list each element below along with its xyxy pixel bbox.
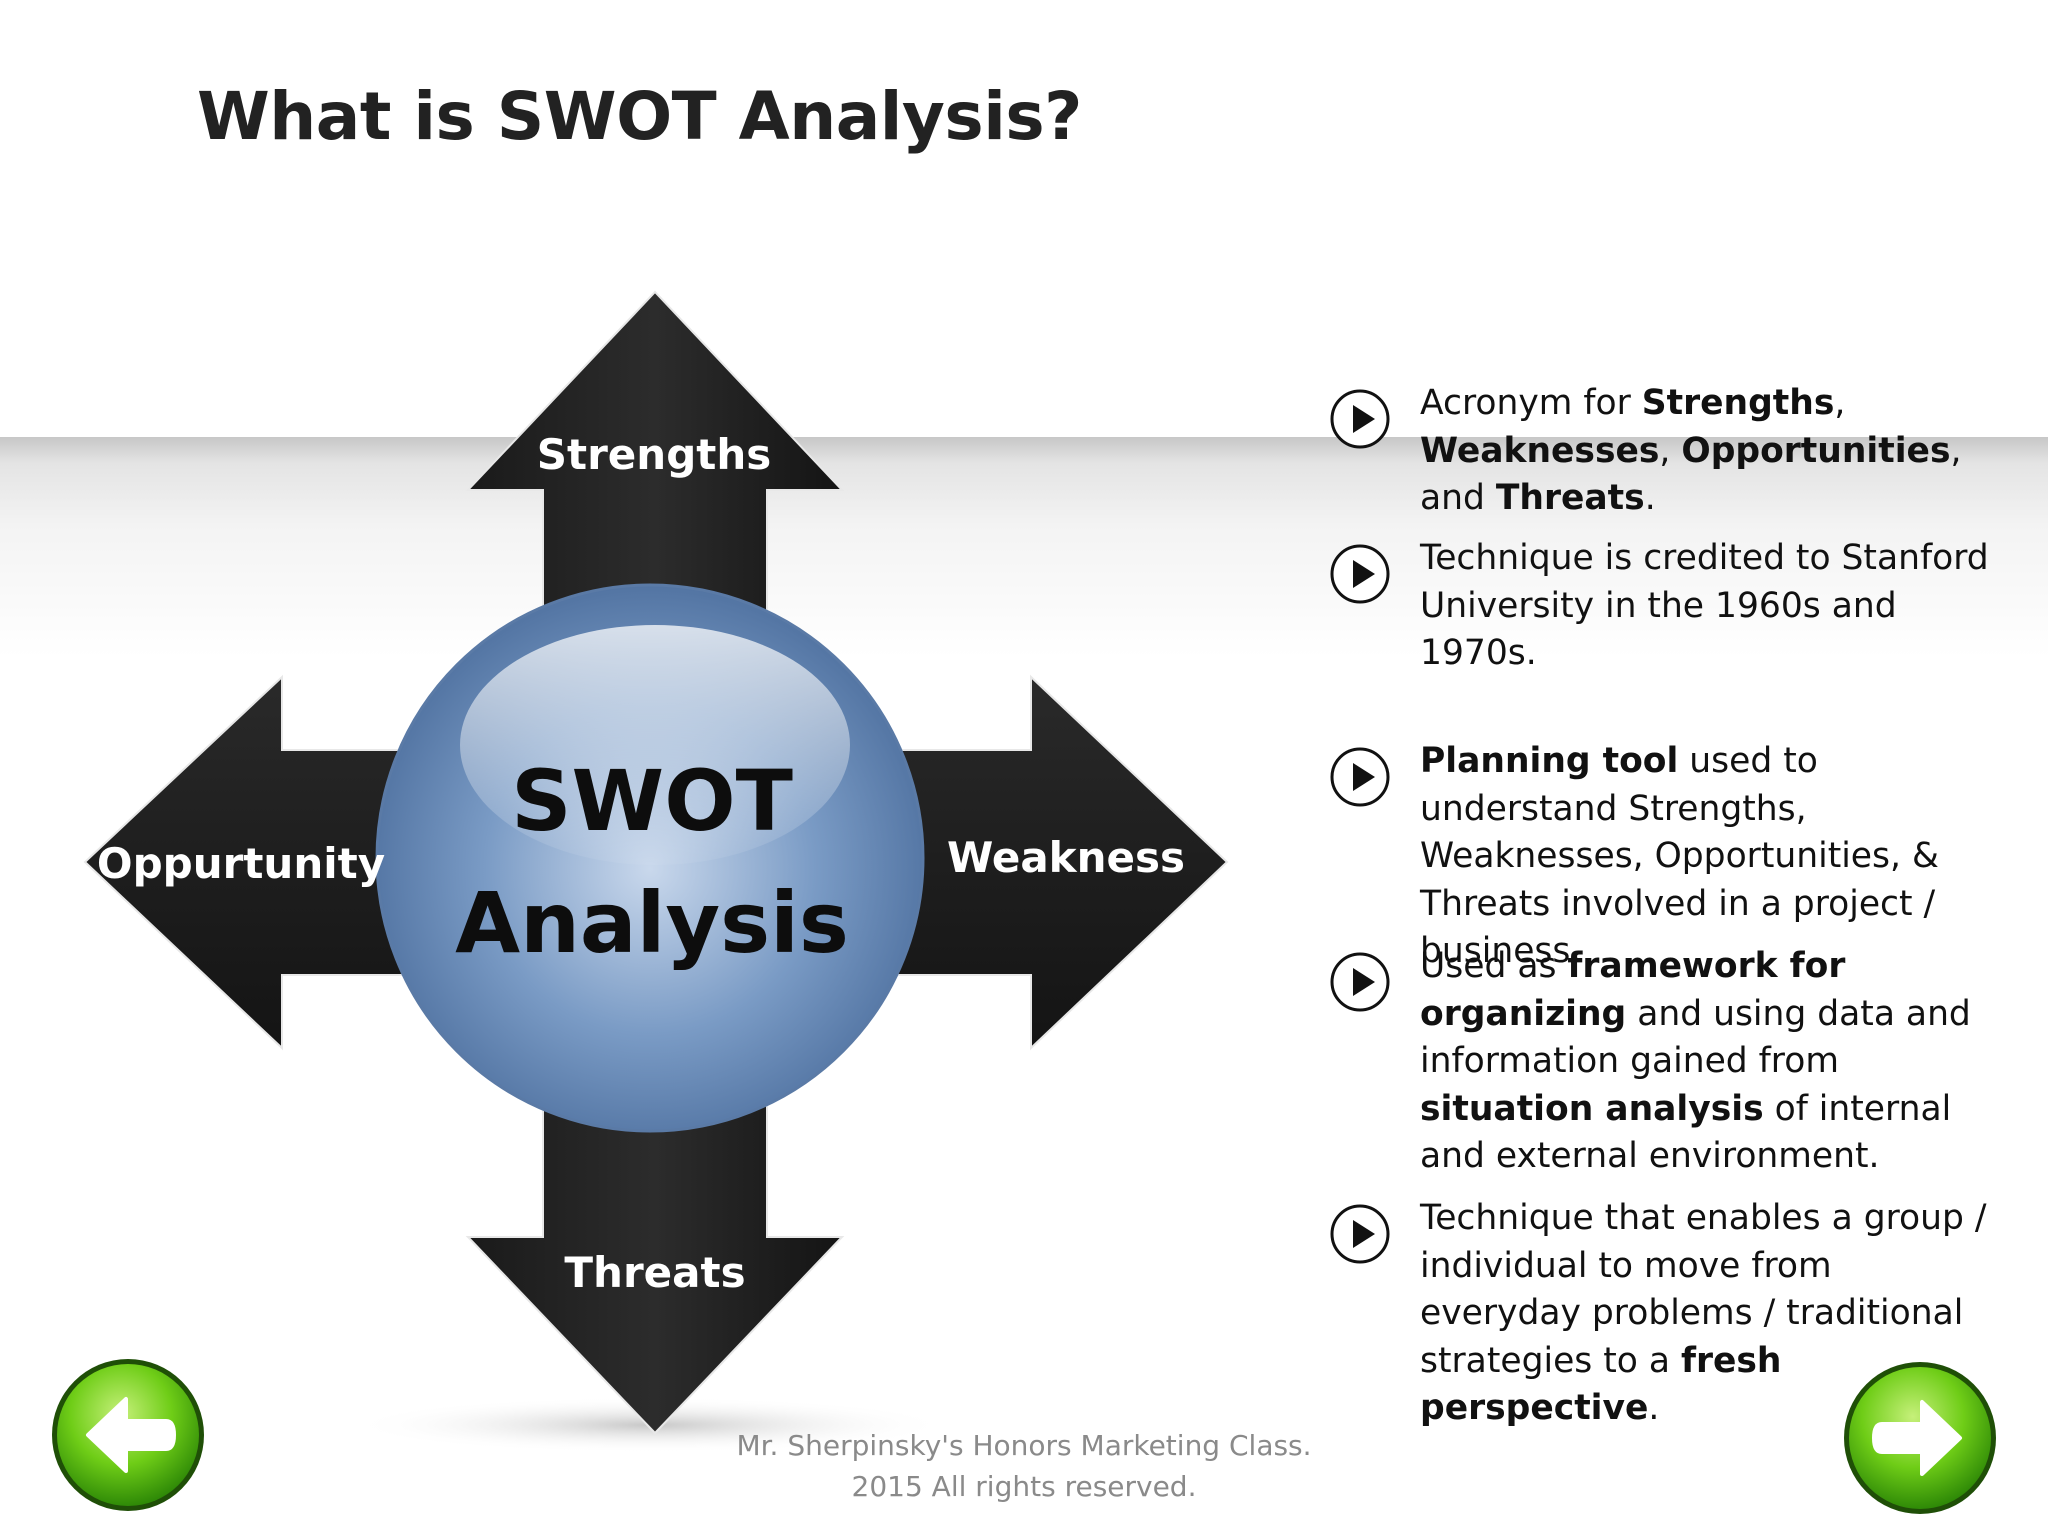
bullet-bold-run: Weaknesses (1420, 430, 1660, 471)
play-icon (1330, 389, 1390, 449)
bullet-run: and using data and information gained fr… (1420, 993, 1971, 1082)
sphere-highlight (460, 625, 850, 865)
center-title-swot: SWOT (511, 752, 793, 850)
bullet-text: Technique that enables a group / individ… (1420, 1195, 2000, 1433)
prev-slide-button[interactable] (48, 1355, 208, 1515)
bullet-bold-run: framework for organizing (1420, 946, 1846, 1034)
play-icon (1330, 544, 1390, 604)
bullet-run: used to understand Strengths, Weaknesses… (1420, 741, 1939, 971)
bullet-text: Acronym for Strengths, Weaknesses, Oppor… (1420, 380, 2000, 523)
bullet-bold-run: Threats (1495, 478, 1645, 518)
bullet-bold-run: Planning tool (1420, 741, 1679, 781)
background-band (0, 437, 2048, 657)
footer-line-2: 2015 All rights reserved. (851, 1470, 1197, 1503)
play-icon (1330, 1204, 1390, 1264)
arrow-left (83, 674, 421, 1051)
label-threats: Threats (564, 1248, 745, 1297)
bullet-run: of internal and external environment. (1420, 1088, 1952, 1177)
footer-copyright: Mr. Sherpinsky's Honors Marketing Class.… (600, 1425, 1448, 1507)
label-opportunity: Oppurtunity (97, 839, 385, 888)
footer-line-1: Mr. Sherpinsky's Honors Marketing Class. (736, 1429, 1312, 1462)
bullet-run: , and (1420, 430, 1962, 519)
bullet-bold-run: fresh perspective (1420, 1340, 1782, 1429)
bullet-run: . (1644, 478, 1656, 518)
bullet-run: Acronym for (1420, 383, 1642, 423)
bullet-text: Technique is credited to Stanford Univer… (1420, 535, 2000, 678)
label-strengths: Strengths (537, 430, 771, 479)
bullet-bold-run: Opportunities (1681, 430, 1951, 471)
play-icon (1330, 952, 1390, 1012)
slide-title: What is SWOT Analysis? (197, 78, 1082, 155)
play-icon (1330, 747, 1390, 807)
bullet-run: Technique that enables a group / individ… (1420, 1198, 1987, 1381)
bullet-bold-run: situation analysis (1420, 1088, 1764, 1129)
center-title-analysis: Analysis (455, 874, 849, 972)
next-slide-button[interactable] (1840, 1358, 2000, 1518)
label-weakness: Weakness (947, 833, 1185, 882)
bullet-text: Planning tool used to understand Strengt… (1420, 738, 2000, 976)
bullet-run: . (1648, 1388, 1660, 1428)
arrow-right (889, 674, 1229, 1051)
bullet-run: Technique is credited to Stanford Univer… (1420, 538, 1989, 673)
bullet-run: , (1834, 383, 1846, 423)
bullet-text: Used as framework for organizing and usi… (1420, 943, 2000, 1181)
arrow-right-icon (1872, 1400, 1962, 1476)
bullet-run: Used as (1420, 946, 1568, 986)
arrow-left-icon (86, 1397, 176, 1473)
bullet-run: , (1659, 430, 1682, 471)
bullet-bold-run: Strengths (1641, 383, 1835, 423)
